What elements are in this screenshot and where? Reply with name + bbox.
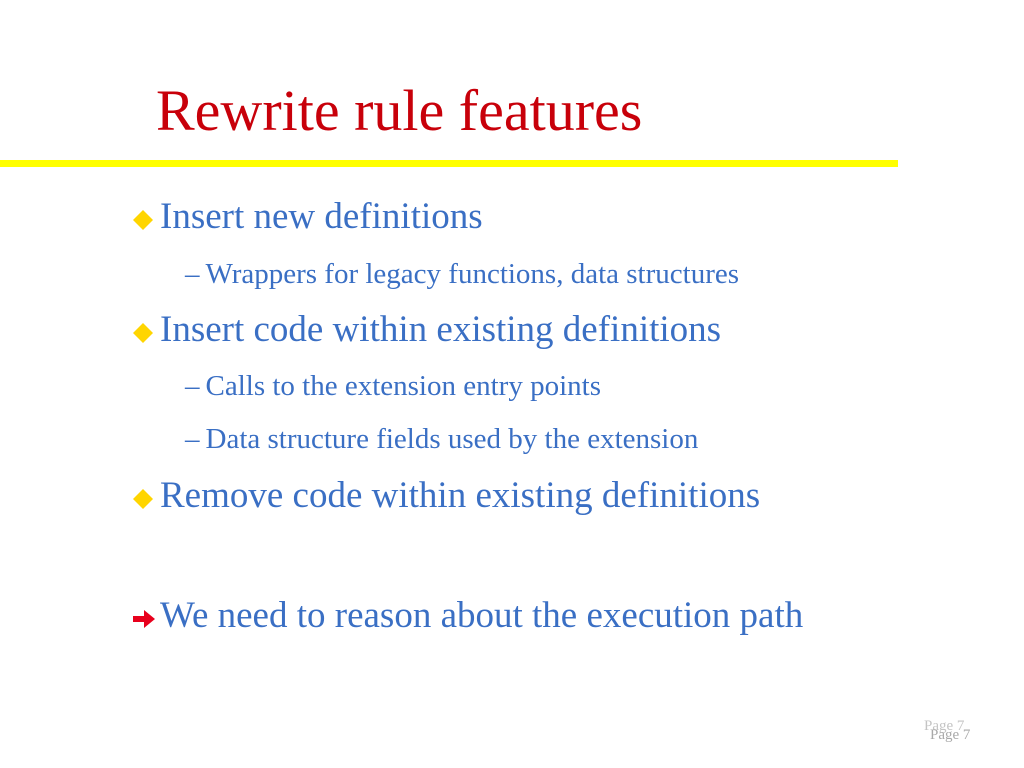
arrow-right-icon	[132, 608, 160, 630]
diamond-bullet-icon	[132, 209, 160, 231]
sub-bullet-text: Data structure fields used by the extens…	[205, 423, 699, 455]
bullet-item: Insert code within existing definitions	[132, 308, 721, 352]
conclusion-item: We need to reason about the execution pa…	[132, 594, 803, 638]
bullet-text: Insert code within existing definitions	[160, 309, 722, 350]
sub-bullet-item: –Data structure fields used by the exten…	[185, 421, 698, 457]
diamond-bullet-icon	[132, 488, 160, 510]
bullet-text: Remove code within existing definitions	[160, 475, 761, 516]
dash-marker: –	[185, 423, 200, 455]
dash-marker: –	[185, 370, 200, 402]
page-number-shadow: Page 7	[924, 718, 965, 734]
bullet-item: Remove code within existing definitions	[132, 474, 760, 518]
sub-bullet-item: –Wrappers for legacy functions, data str…	[185, 256, 739, 292]
sub-bullet-text: Calls to the extension entry points	[205, 370, 601, 402]
slide-title: Rewrite rule features	[156, 78, 643, 143]
sub-bullet-item: –Calls to the extension entry points	[185, 368, 601, 404]
title-underline-rule	[0, 160, 898, 167]
sub-bullet-text: Wrappers for legacy functions, data stru…	[205, 258, 740, 290]
bullet-item: Insert new definitions	[132, 195, 483, 239]
bullet-text: Insert new definitions	[160, 196, 483, 237]
dash-marker: –	[185, 258, 200, 290]
diamond-bullet-icon	[132, 322, 160, 344]
conclusion-text: We need to reason about the execution pa…	[160, 595, 804, 636]
page-number-label: Page 7	[930, 727, 971, 743]
page-number: Page 7 Page 7	[924, 718, 994, 748]
